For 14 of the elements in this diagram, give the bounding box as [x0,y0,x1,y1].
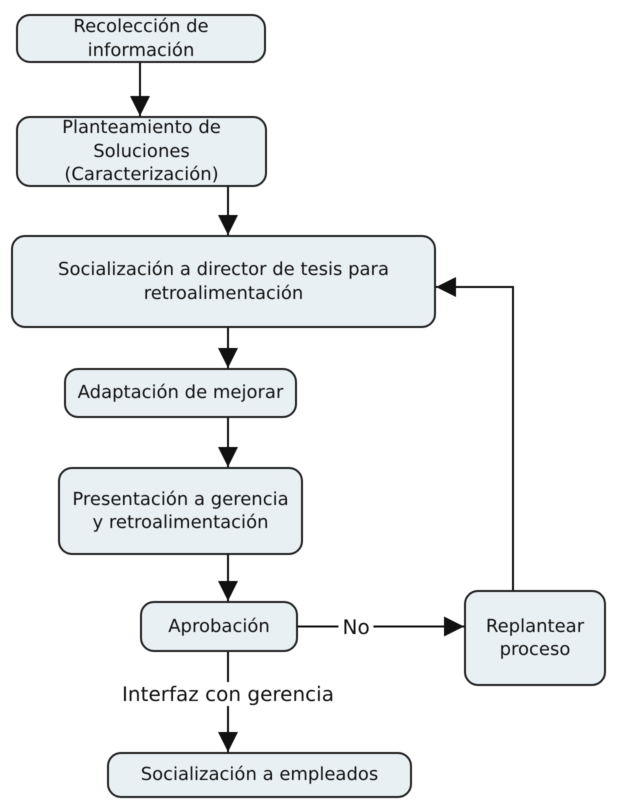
process-box: Socialización a empleados [107,752,412,798]
arrow [218,418,238,467]
arrow [218,187,238,235]
process-box: Replantear proceso [464,590,606,686]
process-box: Adaptación de mejorar [64,368,297,418]
process-box: Planteamiento de Soluciones (Caracterización) [16,116,267,187]
process-box: Socialización a director de tesis para retroalimentación [11,235,436,328]
process-box: Presentación a gerencia y retroalimentación [58,467,303,555]
process-box: Aprobación [140,601,298,652]
arrow [436,277,514,590]
arrow [130,63,150,116]
process-box: Recolección de información [16,14,266,63]
arrow [218,328,238,368]
arrow [218,555,238,601]
